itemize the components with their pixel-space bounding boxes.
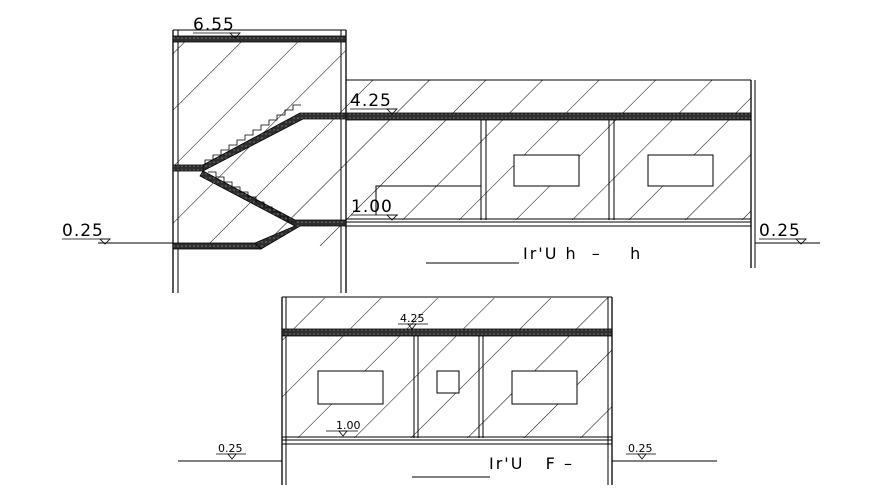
- section-2-elevation-floor: 1.00: [326, 419, 361, 437]
- elevation-tower-top: 6.55: [193, 15, 241, 39]
- section-1: 6.55 4.25 1.00 0.25 0.25 Ir'U h –: [62, 15, 820, 293]
- window-2: [647, 154, 714, 187]
- svg-text:0.25: 0.25: [62, 221, 104, 241]
- elevation-main-roof: 4.25: [350, 91, 398, 115]
- stair-flights: [199, 104, 347, 250]
- svg-text:Ir'U h – h: Ir'U h – h: [523, 244, 642, 263]
- svg-text:0.25: 0.25: [628, 442, 653, 455]
- section-2-window-1: [317, 370, 384, 405]
- section-2-title: Ir'U F –: [412, 454, 574, 478]
- section-2-elevation-ground-left: 0.25: [216, 442, 246, 460]
- svg-text:0.25: 0.25: [759, 221, 801, 241]
- elevation-ground-left: 0.25: [62, 221, 111, 245]
- lower-stair-flight: [199, 170, 347, 250]
- main-roof-slab: [345, 112, 752, 121]
- section-2-roof-slab: [281, 328, 613, 337]
- svg-text:6.55: 6.55: [193, 15, 235, 35]
- upper-stair-steps: [204, 104, 301, 165]
- main-wing: [345, 79, 756, 268]
- door-opening: [375, 185, 481, 215]
- ground-slab-left: [172, 242, 262, 250]
- lower-stair-steps: [208, 171, 296, 223]
- section-2-window-small: [436, 370, 460, 394]
- tower-roof-slab: [172, 35, 347, 43]
- section-2-elevation-ground-right: 0.25: [626, 442, 656, 460]
- svg-text:4.25: 4.25: [350, 91, 392, 111]
- svg-text:0.25: 0.25: [218, 442, 243, 455]
- svg-text:Ir'U F –: Ir'U F –: [489, 454, 574, 473]
- section-2-window-2: [511, 370, 578, 405]
- elevation-floor: 1.00: [351, 197, 398, 221]
- section-1-title: Ir'U h – h: [426, 244, 642, 264]
- window-1: [513, 154, 580, 187]
- section-2-elevation-roof: 4.25: [398, 312, 428, 330]
- svg-text:1.00: 1.00: [351, 197, 393, 217]
- landing-slab: [172, 164, 204, 172]
- stair-tower: [172, 29, 347, 293]
- svg-text:1.00: 1.00: [336, 419, 361, 432]
- section-2: 4.25 1.00 0.25 0.25 Ir'U F –: [178, 296, 717, 485]
- svg-text:4.25: 4.25: [400, 312, 425, 325]
- elevation-ground-right: 0.25: [759, 221, 807, 245]
